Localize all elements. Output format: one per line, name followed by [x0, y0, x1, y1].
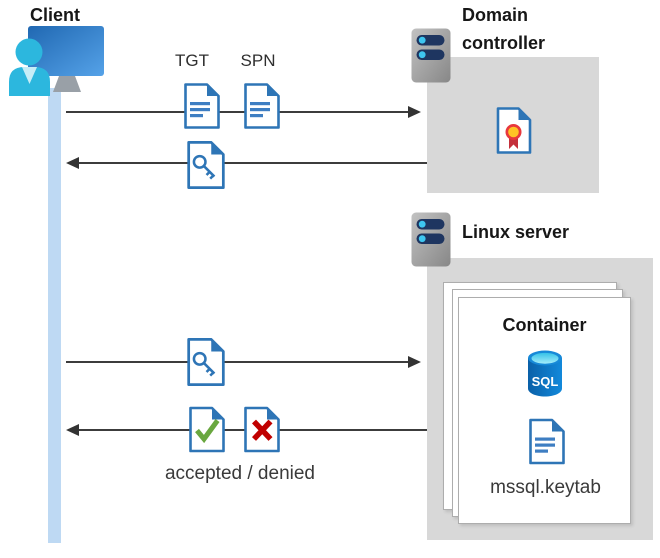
tgt-label: TGT — [175, 51, 209, 70]
domain-controller-label-line1: Domain — [462, 5, 529, 25]
sql-database-icon: SQL — [528, 350, 562, 397]
domain-controller-server-icon — [411, 28, 451, 83]
domain-controller-label: Domain controller — [462, 1, 652, 57]
container-label: Container — [502, 315, 587, 335]
tgt-document-icon — [184, 83, 220, 129]
linux-server-label: Linux server — [462, 222, 570, 242]
monitor-icon — [28, 26, 104, 92]
spn-label: SPN — [240, 51, 276, 70]
accepted-check-document-icon — [189, 406, 225, 453]
keytab-document-icon — [529, 418, 565, 465]
client-person-at-monitor-icon — [9, 26, 104, 96]
client-lifeline — [48, 88, 61, 543]
person-icon — [9, 38, 50, 96]
denied-x-document-icon — [244, 406, 280, 453]
service-ticket-key-document-icon — [187, 141, 225, 189]
arrow-domain-controller-to-client — [66, 157, 427, 169]
arrow-client-to-domain-controller — [66, 106, 421, 118]
sql-badge-text: SQL — [532, 374, 559, 389]
container-page-front — [458, 297, 631, 524]
linux-server-icon — [411, 212, 451, 267]
spn-document-icon — [244, 83, 280, 129]
accepted-denied-label: accepted / denied — [164, 463, 315, 484]
service-ticket-key-document-icon-2 — [187, 338, 225, 386]
domain-controller-label-line2: controller — [462, 33, 546, 53]
client-label: Client — [30, 5, 81, 25]
arrow-client-to-linux-server — [66, 356, 421, 368]
certificate-document-icon — [496, 107, 532, 154]
keytab-filename-label: mssql.keytab — [490, 477, 601, 498]
